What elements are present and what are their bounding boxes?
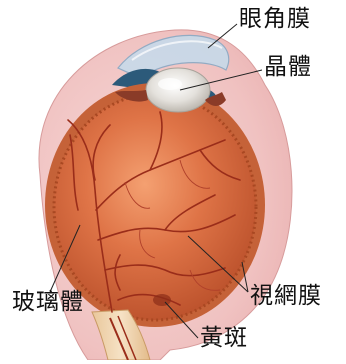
label-vitreous: 玻璃體 — [12, 291, 84, 314]
label-lens: 晶體 — [264, 56, 312, 79]
label-retina: 視網膜 — [250, 285, 322, 308]
lens — [146, 68, 210, 112]
label-cornea: 眼角膜 — [239, 8, 311, 31]
macula-spot — [153, 294, 171, 306]
label-macula: 黃斑 — [200, 327, 248, 350]
